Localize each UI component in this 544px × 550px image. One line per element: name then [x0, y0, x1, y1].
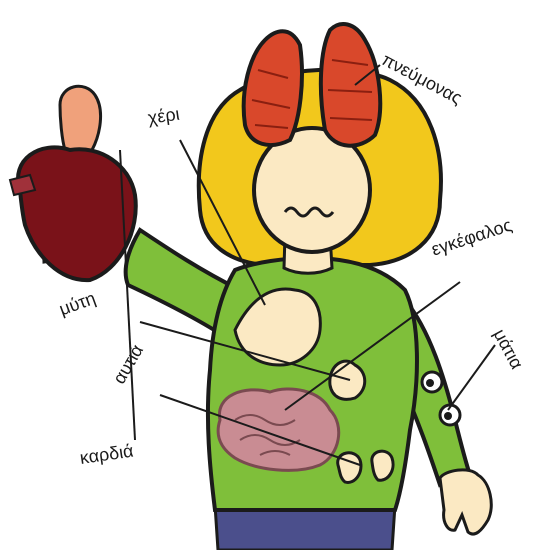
- right-hand: [440, 470, 491, 534]
- eye-lower-pupil: [444, 412, 452, 420]
- label-hand: χέρι: [147, 104, 181, 129]
- heart: [18, 147, 136, 280]
- heart-aorta: [60, 86, 101, 150]
- lung-right: [321, 24, 380, 146]
- ear-right: [372, 451, 393, 480]
- eye-upper-pupil: [426, 379, 434, 387]
- ear-left: [338, 453, 361, 483]
- lung-left: [244, 31, 302, 145]
- brain: [218, 389, 339, 470]
